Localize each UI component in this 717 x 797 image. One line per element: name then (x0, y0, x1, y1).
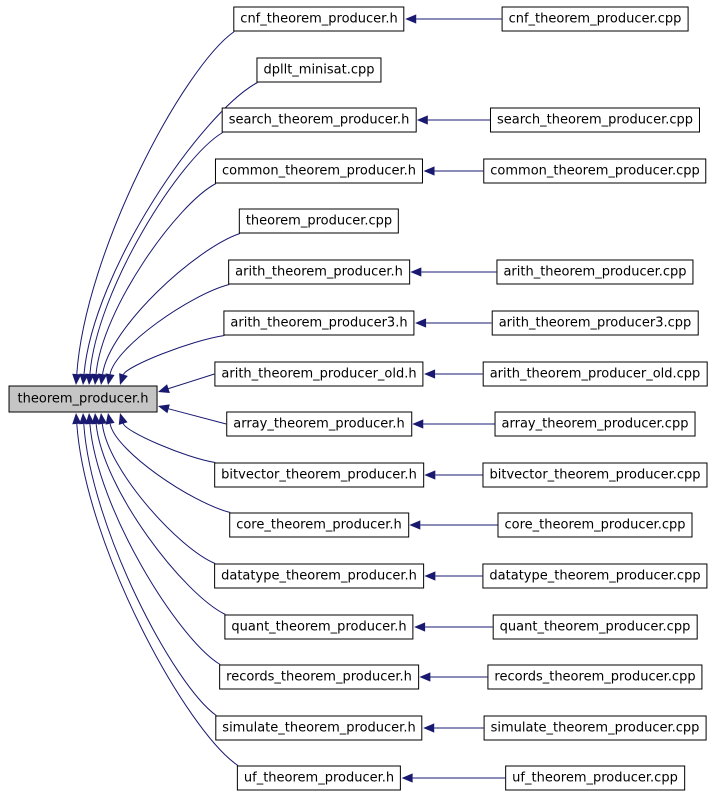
node-records-theorem-producer-cpp[interactable]: records_theorem_producer.cpp (487, 664, 703, 690)
node-uf-theorem-producer-h[interactable]: uf_theorem_producer.h (236, 765, 402, 791)
node-cnf-theorem-producer-cpp[interactable]: cnf_theorem_producer.cpp (501, 6, 689, 32)
node-quant-theorem-producer-h[interactable]: quant_theorem_producer.h (224, 614, 414, 640)
node-cnf-theorem-producer-h[interactable]: cnf_theorem_producer.h (233, 6, 405, 32)
node-simulate-theorem-producer-h[interactable]: simulate_theorem_producer.h (215, 715, 423, 741)
node-bitvector-theorem-producer-cpp[interactable]: bitvector_theorem_producer.cpp (482, 462, 708, 488)
node-common-theorem-producer-cpp[interactable]: common_theorem_producer.cpp (483, 158, 707, 184)
node-array-theorem-producer-cpp[interactable]: array_theorem_producer.cpp (494, 411, 696, 437)
node-arith-theorem-producer-old-h[interactable]: arith_theorem_producer_old.h (214, 361, 424, 387)
node-arith-theorem-producer-cpp[interactable]: arith_theorem_producer.cpp (496, 259, 694, 285)
node-quant-theorem-producer-cpp[interactable]: quant_theorem_producer.cpp (492, 614, 698, 640)
node-common-theorem-producer-h[interactable]: common_theorem_producer.h (214, 158, 424, 184)
node-theorem-producer-cpp[interactable]: theorem_producer.cpp (238, 208, 400, 234)
node-arith-theorem-producer3-cpp[interactable]: arith_theorem_producer3.cpp (491, 310, 699, 336)
node-dpllt-minisat-cpp[interactable]: dpllt_minisat.cpp (256, 57, 382, 83)
node-core-theorem-producer-cpp[interactable]: core_theorem_producer.cpp (497, 512, 693, 538)
node-arith-theorem-producer-h[interactable]: arith_theorem_producer.h (228, 259, 410, 285)
focus-node-theorem-producer-h[interactable]: theorem_producer.h (8, 385, 158, 413)
node-bitvector-theorem-producer-h[interactable]: bitvector_theorem_producer.h (214, 462, 424, 488)
node-datatype-theorem-producer-cpp[interactable]: datatype_theorem_producer.cpp (482, 563, 708, 589)
node-core-theorem-producer-h[interactable]: core_theorem_producer.h (229, 512, 409, 538)
node-array-theorem-producer-h[interactable]: array_theorem_producer.h (226, 411, 412, 437)
node-simulate-theorem-producer-cpp[interactable]: simulate_theorem_producer.cpp (483, 715, 707, 741)
node-uf-theorem-producer-cpp[interactable]: uf_theorem_producer.cpp (505, 765, 685, 791)
node-datatype-theorem-producer-h[interactable]: datatype_theorem_producer.h (214, 563, 424, 589)
node-search-theorem-producer-cpp[interactable]: search_theorem_producer.cpp (489, 107, 701, 133)
node-search-theorem-producer-h[interactable]: search_theorem_producer.h (221, 107, 417, 133)
node-arith-theorem-producer-old-cpp[interactable]: arith_theorem_producer_old.cpp (482, 361, 708, 387)
node-arith-theorem-producer3-h[interactable]: arith_theorem_producer3.h (223, 310, 415, 336)
node-records-theorem-producer-h[interactable]: records_theorem_producer.h (219, 664, 419, 690)
